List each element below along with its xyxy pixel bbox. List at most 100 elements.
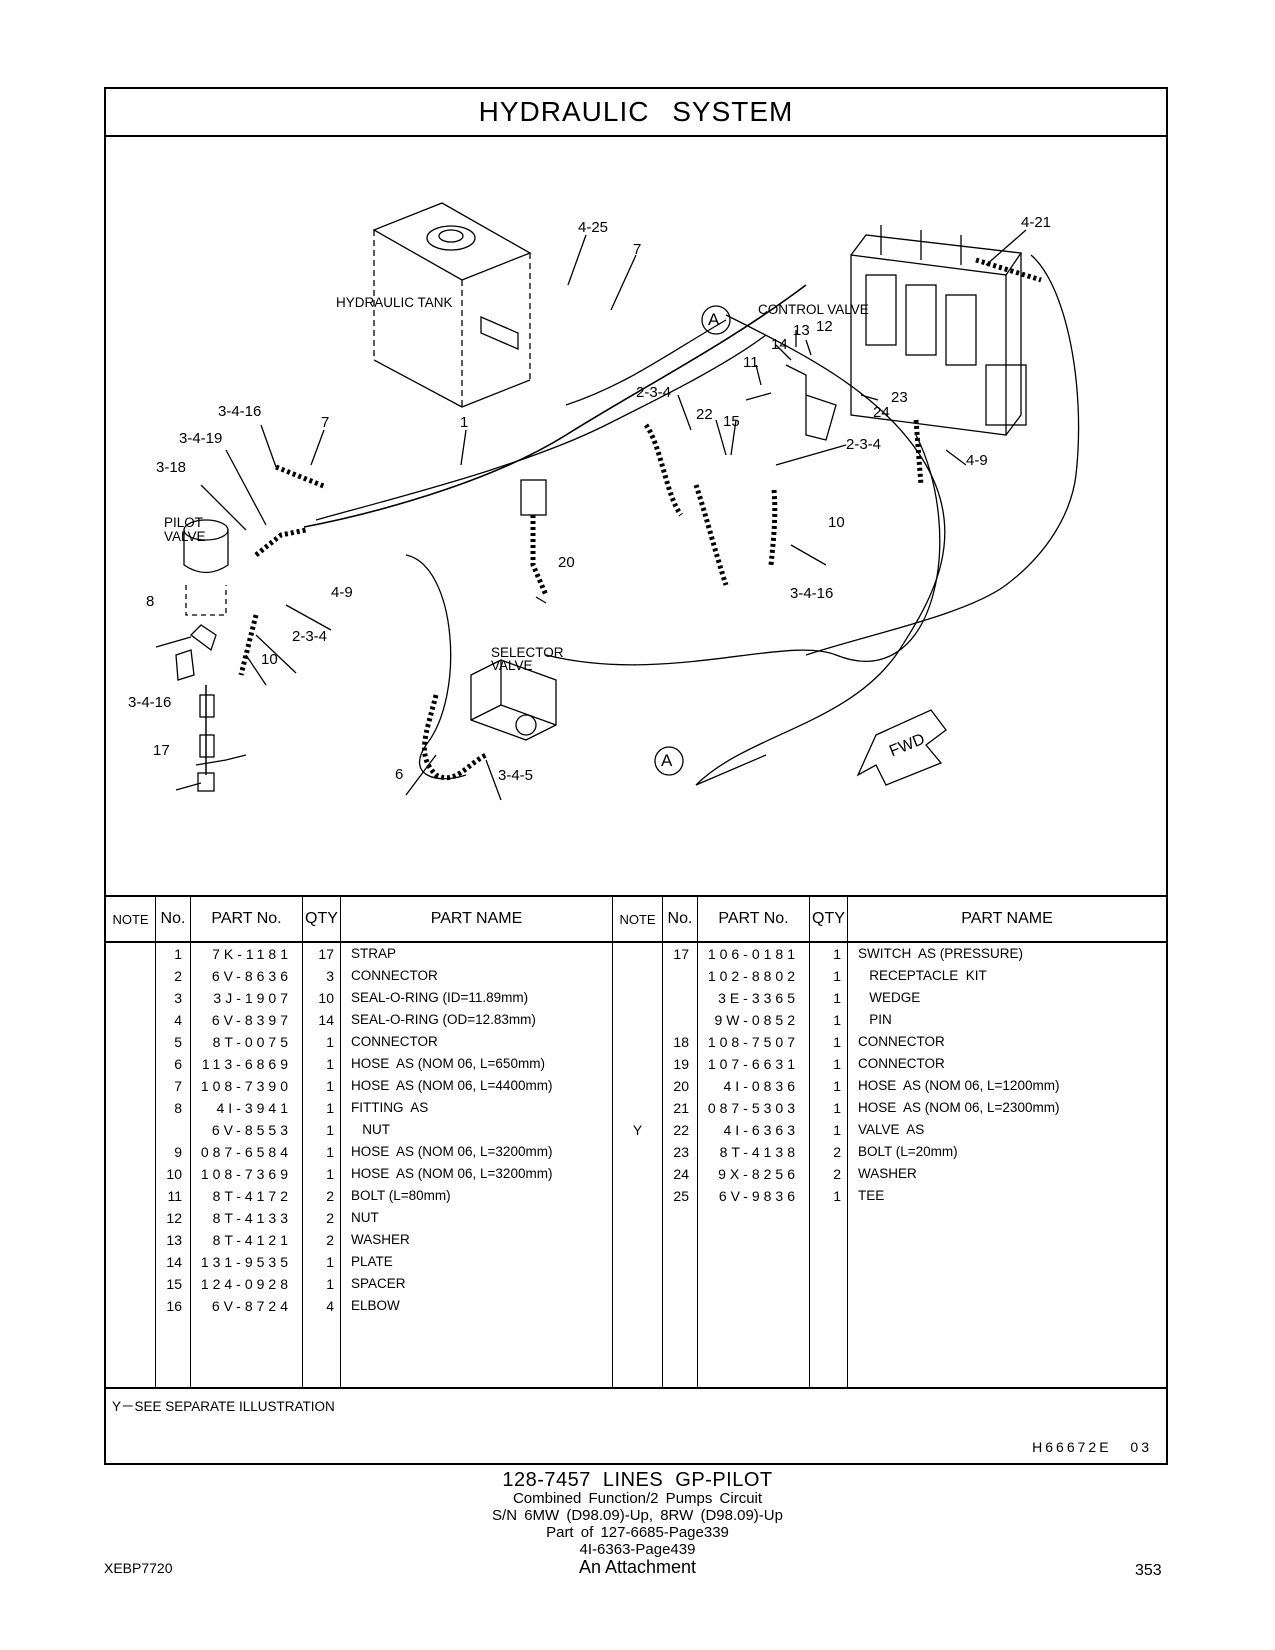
pilot-valve-shape <box>183 519 229 616</box>
table-cell-name: CONNECTOR <box>351 1034 438 1049</box>
header-part-no: PART No. <box>191 897 302 943</box>
header-part-name: PART NAME <box>341 897 612 943</box>
caption-line2: Combined Function/2 Pumps Circuit <box>512 1490 763 1507</box>
table-cell-part: 9X-8256 <box>718 1166 799 1182</box>
table-cell-no <box>663 965 697 987</box>
table-cell-qty: 1 <box>326 1122 334 1138</box>
callout-15: 15 <box>723 413 740 430</box>
table-cell-note <box>106 1075 155 1097</box>
table-cell-name: RECEPTACLE KIT <box>858 968 987 983</box>
table-cell-no: 21 <box>673 1100 689 1116</box>
table-cell-qty: 2 <box>326 1210 334 1226</box>
table-cell-name: SEAL-O-RING (ID=11.89mm) <box>351 990 529 1005</box>
callout-3-4-5: 3-4-5 <box>498 767 534 784</box>
table-cell-no: 22 <box>673 1122 689 1138</box>
table-cell-no <box>156 1119 190 1141</box>
table-cell-name: HOSE AS (NOM 06, L=3200mm) <box>351 1144 553 1159</box>
callout-3-4-16-mid: 3-4-16 <box>790 585 834 602</box>
table-cell-qty: 1 <box>326 1254 334 1270</box>
table-cell-no: 25 <box>673 1188 689 1204</box>
table-cell-name: PIN <box>858 1012 892 1027</box>
header-no-right: No. <box>663 897 697 943</box>
table-cell-part: 108-7390 <box>200 1078 292 1094</box>
callout-3-4-19: 3-4-19 <box>179 430 223 447</box>
table-cell-name: HOSE AS (NOM 06, L=3200mm) <box>351 1166 553 1181</box>
table-cell-qty: 2 <box>833 1144 841 1160</box>
table-cell-qty: 1 <box>833 1034 841 1050</box>
footer-note: Y－SEE SEPARATE ILLUSTRATION <box>112 1399 335 1414</box>
caption-line4: Part of 127-6685-Page339 <box>546 1524 729 1541</box>
page-number: 353 <box>1135 1562 1162 1579</box>
callout-4-25: 4-25 <box>578 219 609 236</box>
hydraulic-tank-shape <box>372 202 532 408</box>
table-cell-note <box>106 1273 155 1295</box>
table-cell-no: 11 <box>167 1188 182 1204</box>
table-cell-no: 5 <box>174 1034 182 1050</box>
header-part-name-right: PART NAME <box>848 897 1166 943</box>
table-cell-no: 24 <box>673 1166 689 1182</box>
table-cell-qty: 2 <box>326 1188 334 1204</box>
callout-4-21: 4-21 <box>1021 214 1052 231</box>
table-cell-name: HOSE AS (NOM 06, L=2300mm) <box>858 1100 1060 1115</box>
caption-line3: S/N 6MW (D98.09)-Up, 8RW (D98.09)-Up <box>492 1507 783 1524</box>
table-cell-no: 18 <box>673 1034 689 1050</box>
callout-24: 24 <box>873 404 890 421</box>
label-selector-valve-2: VALVE <box>491 658 533 673</box>
table-cell-name: WASHER <box>351 1232 410 1247</box>
table-cell-no: 14 <box>166 1254 182 1270</box>
label-pilot-valve-2: VALVE <box>164 529 206 544</box>
table-cell-note <box>106 1207 155 1229</box>
callout-12: 12 <box>816 318 833 335</box>
table-cell-name: WEDGE <box>858 990 921 1005</box>
table-cell-part: 4I-3941 <box>216 1100 292 1116</box>
table-cell-name: CONNECTOR <box>351 968 438 983</box>
table-cell-qty: 1 <box>833 1122 841 1138</box>
table-cell-no: 4 <box>174 1012 182 1028</box>
label-selector-valve-1: SELECTOR <box>491 645 564 660</box>
table-cell-note <box>106 1097 155 1119</box>
table-cell-name: HOSE AS (NOM 06, L=650mm) <box>351 1056 545 1071</box>
page-title: HYDRAULIC SYSTEM <box>106 89 1166 137</box>
table-cell-no <box>663 1009 697 1031</box>
table-cell-part: 113-6869 <box>201 1056 292 1072</box>
fwd-arrow-shape <box>856 709 947 786</box>
callout-13: 13 <box>793 322 810 339</box>
table-cell-qty: 1 <box>326 1078 334 1094</box>
table-cell-name: NUT <box>351 1210 379 1225</box>
callout-20: 20 <box>558 554 575 571</box>
table-cell-part: 6V-9836 <box>718 1188 799 1204</box>
table-cell-name: PLATE <box>351 1254 393 1269</box>
page-frame: HYDRAULIC SYSTEM <box>104 87 1168 1465</box>
table-cell-note <box>106 1119 155 1141</box>
table-cell-qty: 10 <box>318 990 334 1006</box>
table-cell-name: HOSE AS (NOM 06, L=4400mm) <box>351 1078 553 1093</box>
header-note: NOTE <box>106 897 155 943</box>
callout-2-3-4-right: 2-3-4 <box>846 436 882 453</box>
table-cell-part: 087-5303 <box>707 1100 799 1116</box>
table-cell-qty: 2 <box>833 1166 841 1182</box>
callout-10-right: 10 <box>828 514 845 531</box>
table-cell-note <box>613 1185 662 1207</box>
illustration-drawing <box>155 202 1080 801</box>
caption-line5: 4I-6363-Page439 <box>579 1541 696 1558</box>
callout-3-18: 3-18 <box>156 459 187 476</box>
table-cell-name: ELBOW <box>351 1298 400 1313</box>
table-cell-no: 6 <box>174 1056 182 1072</box>
table-cell-qty: 17 <box>318 946 334 962</box>
label-control-valve: CONTROL VALVE <box>758 302 869 317</box>
callout-4-9-right: 4-9 <box>966 452 988 469</box>
table-cell-no: 7 <box>174 1078 182 1094</box>
table-cell-no: 17 <box>673 946 689 962</box>
table-cell-note <box>106 1009 155 1031</box>
callout-11: 11 <box>743 354 759 371</box>
table-cell-note <box>613 1163 662 1185</box>
table-cell-part: 131-9535 <box>200 1254 292 1270</box>
caption: 128-7457 LINES GP-PILOT Combined Functio… <box>0 1470 1275 1576</box>
table-cell-qty: 1 <box>326 1034 334 1050</box>
callout-17: 17 <box>153 742 170 759</box>
table-cell-part: 8T-4172 <box>212 1188 292 1204</box>
caption-line6: An Attachment <box>578 1557 697 1577</box>
header-qty-right: QTY <box>810 897 847 943</box>
